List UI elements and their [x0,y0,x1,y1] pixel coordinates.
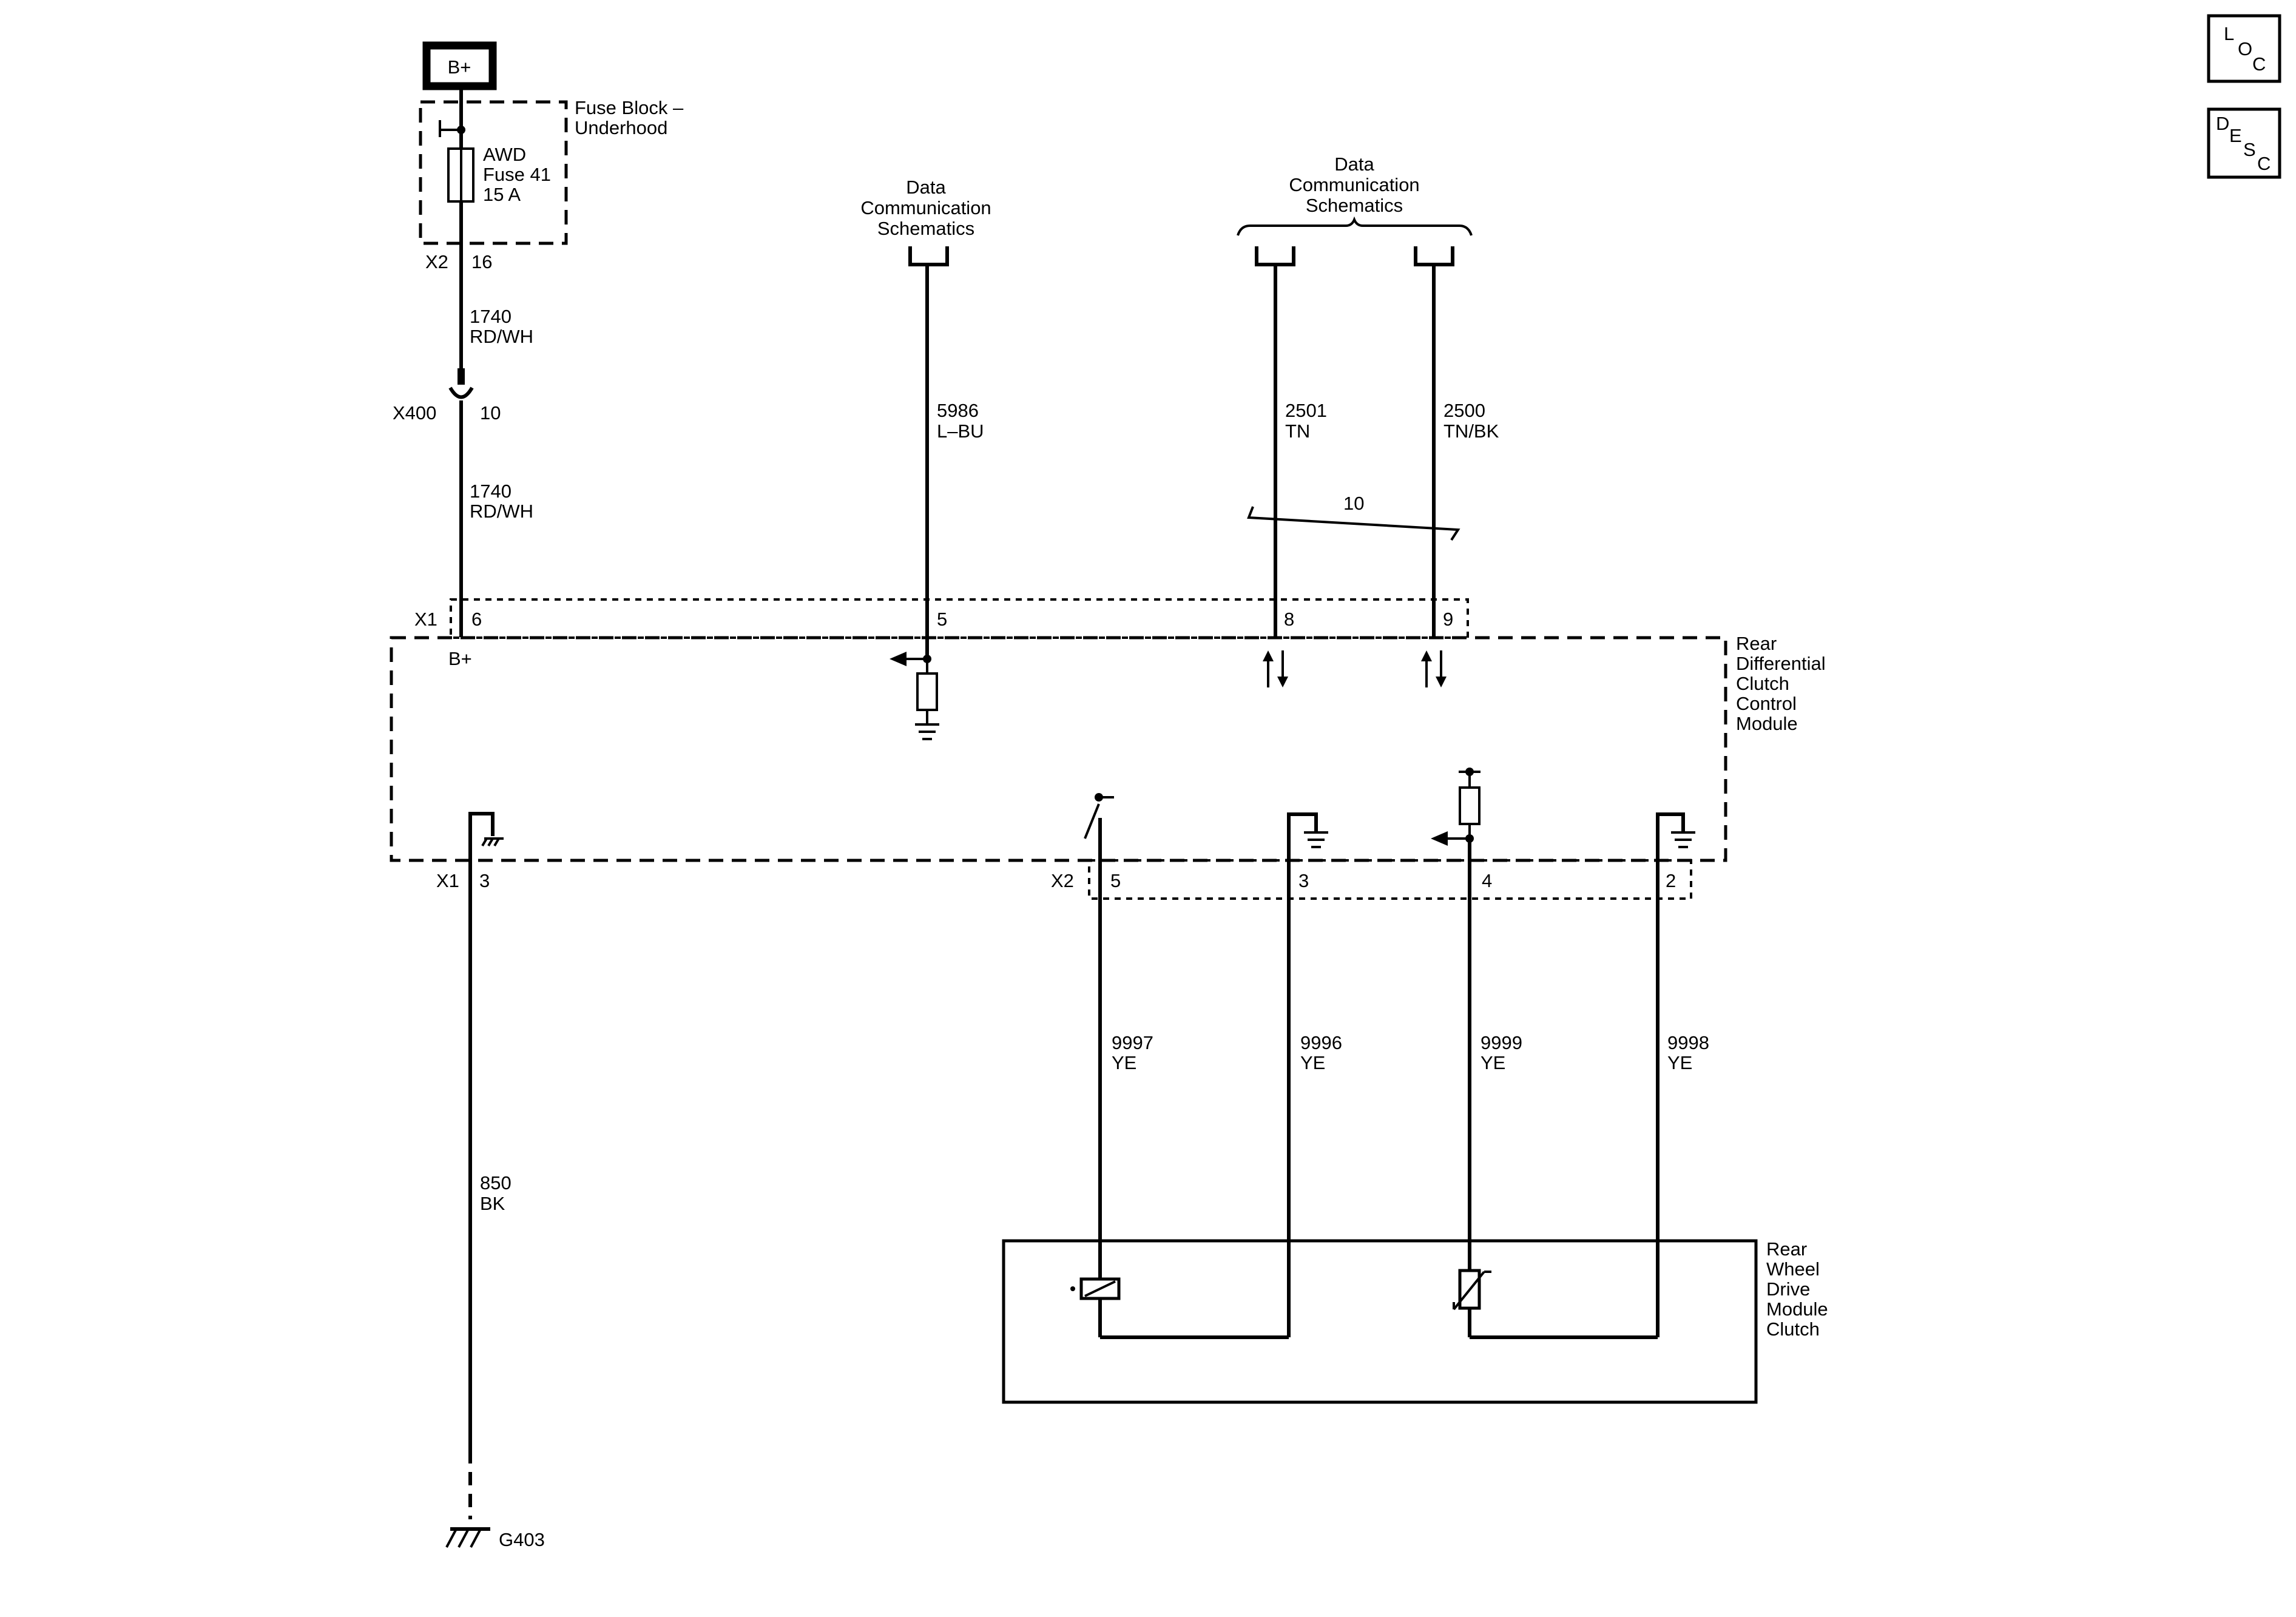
description-button[interactable]: D E S C [2207,107,2281,179]
wire-850-color: BK [480,1193,505,1214]
serial-data-arrows-icon [1263,650,1447,687]
wire-2500-color: TN/BK [1443,420,1499,442]
wire-5986-color: L–BU [937,420,984,442]
temperature-sensor-icon [1453,1269,1658,1339]
location-button[interactable]: L O C [2207,14,2281,83]
inline-connector-name: X400 [393,402,436,424]
inline-connector-pin: 10 [480,402,501,424]
fuse-block-title-2: Underhood [575,117,667,138]
wire-9996-color: YE [1300,1052,1325,1073]
ground-g403-label: G403 [499,1529,545,1550]
data-communication-schematics-left: Data Communication Schematics 5986 L–BU [860,177,991,659]
twisted-pair-label: 10 [1343,493,1364,514]
x1-pin-8: 8 [1284,609,1294,630]
fuse-block-title-1: Fuse Block – [575,97,684,118]
data-comm-right-2: Communication [1289,174,1419,195]
x2-pin-3: 3 [1298,870,1309,891]
chassis-ground-icon [445,1527,490,1548]
fuse-block-connector: X2 [425,251,448,272]
loc-letter-c: C [2252,53,2266,75]
wire-850-number: 850 [480,1172,512,1193]
wire-9998-color: YE [1667,1052,1692,1073]
x2-connector-label: X2 [1051,870,1074,891]
fuse-block-underhood: Fuse Block – Underhood AWD Fuse 41 15 A … [419,86,684,368]
loc-letter-l: L [2224,23,2234,44]
desc-letter-e: E [2229,125,2242,146]
fuse-name-2: Fuse 41 [483,164,551,185]
fuse-rating: 15 A [483,184,521,205]
loc-letter-o: O [2238,38,2252,59]
chassis-ground-icon [468,812,504,856]
module-name-3: Clutch [1736,673,1789,694]
wire-1740-lower-color: RD/WH [470,501,533,522]
pin4-pullup-resistor [1431,768,1481,1337]
desc-letter-s: S [2243,139,2256,160]
x1-pin-9: 9 [1443,609,1453,630]
wire-1740-upper-number: 1740 [470,306,512,327]
data-comm-right-3: Schematics [1306,195,1403,216]
wire-2501-number: 2501 [1285,400,1327,421]
wire-9999-color: YE [1481,1052,1505,1073]
module-name-2: Differential [1736,653,1826,674]
pin5-pulldown-resistor [890,652,938,723]
wire-5986-number: 5986 [937,400,979,421]
x1-connector-label: X1 [414,609,437,630]
data-comm-left-3: Schematics [877,218,974,239]
clutch-solenoid-icon [1070,1277,1289,1339]
bplus-label: B+ [448,56,471,78]
wire-9997-color: YE [1112,1052,1136,1073]
wire-2500-number: 2500 [1443,400,1485,421]
fuse-block-pin: 16 [471,251,492,272]
x1-ground-connector: X1 [436,870,459,891]
wire-1740-lower-number: 1740 [470,481,512,502]
data-comm-right-1: Data [1334,154,1374,175]
x1-ground-pin: 3 [479,870,490,891]
twisted-pair-marker: 10 [1247,493,1460,541]
module-bplus-input-label: B+ [448,648,472,669]
wire-1740-upper: 1740 RD/WH [470,306,533,347]
wire-9997-number: 9997 [1112,1032,1153,1053]
module-name-5: Module [1736,713,1798,734]
rear-differential-clutch-control-module: Rear Differential Clutch Control Module … [390,598,1826,1337]
wire-9998-number: 9998 [1667,1032,1709,1053]
inline-connector-x400: X400 10 [393,368,501,424]
clutch-name-2: Wheel [1766,1258,1820,1280]
data-comm-left-2: Communication [860,197,991,218]
x2-wires: 9997 YE 9996 YE 9999 YE 9998 YE [1112,1032,1709,1073]
wire-9996-number: 9996 [1300,1032,1342,1053]
module-name-1: Rear [1736,633,1777,654]
x1-pin-6: 6 [471,609,482,630]
x2-pin-5: 5 [1110,870,1121,891]
clutch-name-4: Module [1766,1298,1828,1320]
wire-9999-number: 9999 [1481,1032,1522,1053]
rear-wheel-drive-module-clutch: Rear Wheel Drive Module Clutch [1002,1238,1828,1404]
x2-pin-4: 4 [1482,870,1492,891]
desc-letter-d: D [2216,113,2229,134]
clutch-name-5: Clutch [1766,1318,1820,1340]
wire-1740-lower: 1740 RD/WH [459,400,533,637]
high-side-switch-icon [1084,793,1114,1337]
ground-icon [915,723,939,740]
data-comm-left-1: Data [906,177,946,198]
x1-pin-5: 5 [937,609,947,630]
ground-icon [1656,812,1695,1337]
wire-1740-upper-color: RD/WH [470,326,533,347]
module-name-4: Control [1736,693,1797,714]
clutch-name-3: Drive [1766,1278,1810,1300]
data-communication-schematics-right: Data Communication Schematics 2501 TN 25… [1237,154,1499,638]
fuse-name-1: AWD [483,144,526,165]
battery-positive-source: B+ [422,41,497,90]
desc-letter-c: C [2257,153,2271,174]
wire-2501-color: TN [1285,420,1310,442]
clutch-name-1: Rear [1766,1238,1807,1260]
wire-850-ground: 850 BK [468,856,512,1519]
x2-pin-2: 2 [1666,870,1676,891]
ground-icon [1287,812,1328,1337]
